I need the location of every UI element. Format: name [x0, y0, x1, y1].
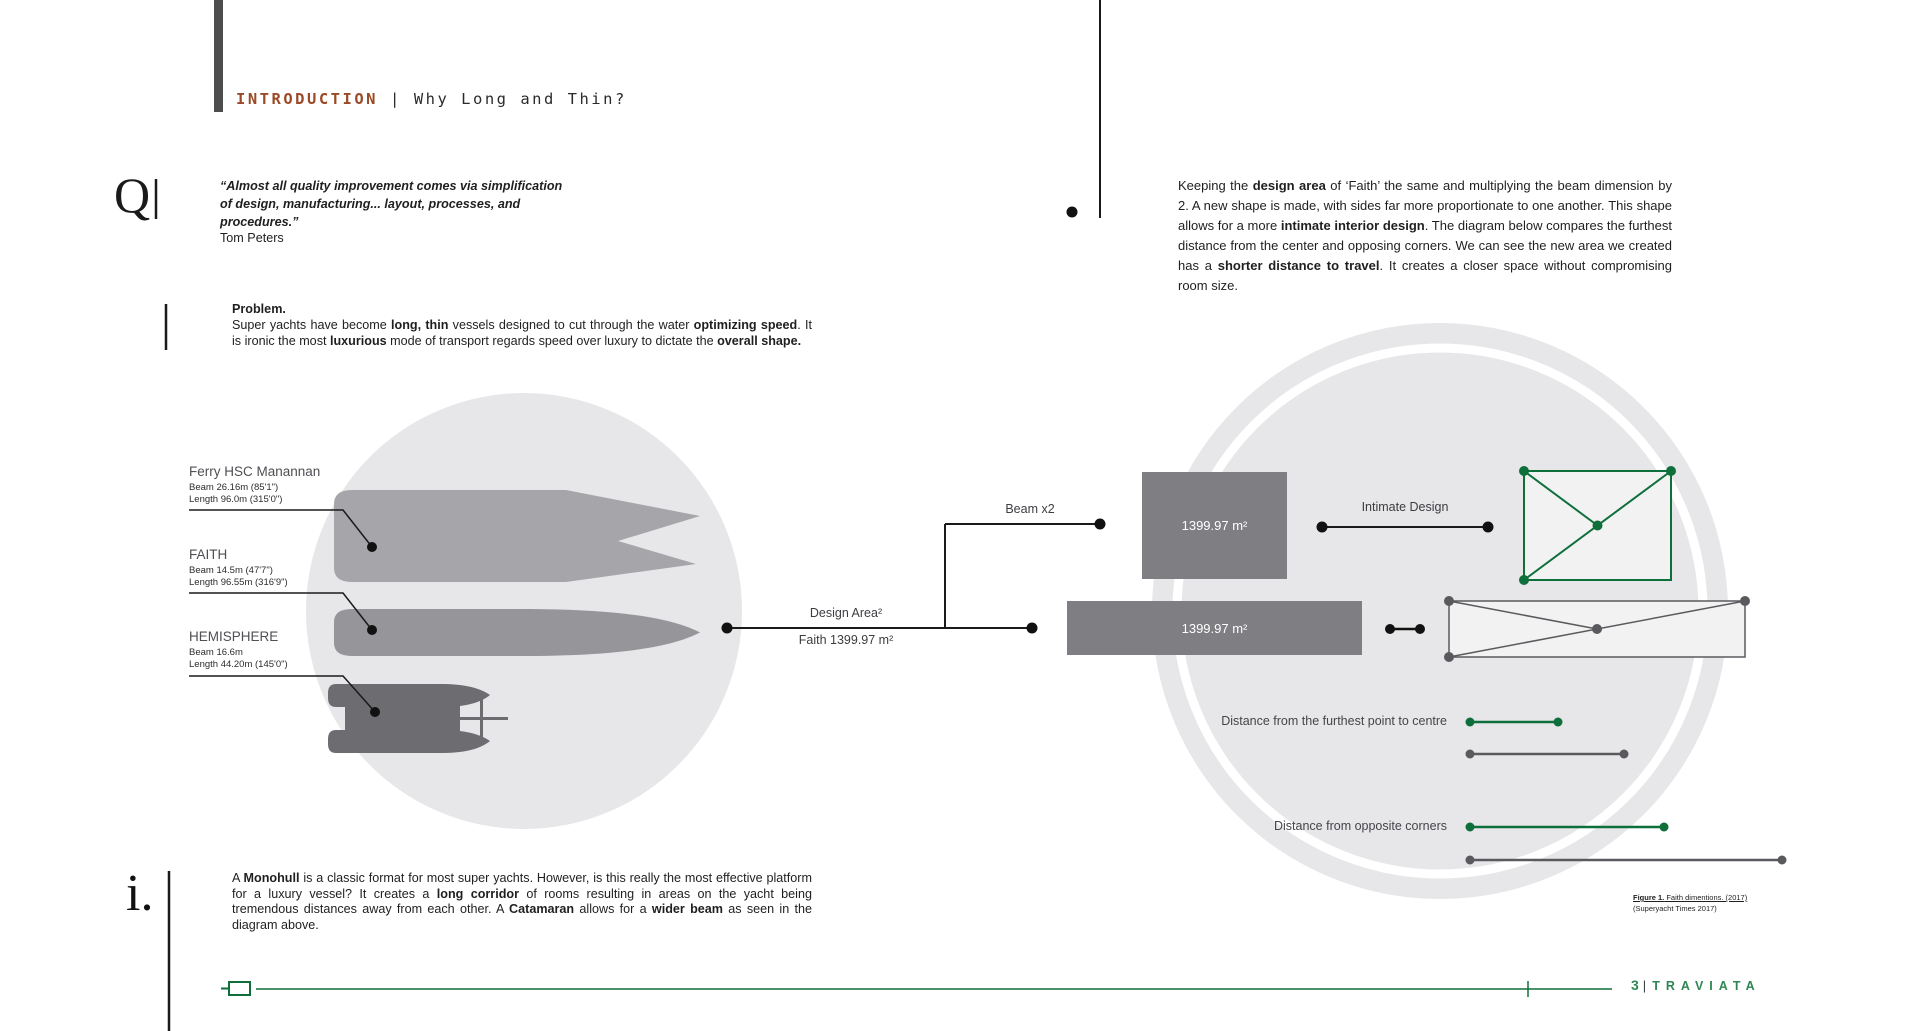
quote-initial: Q	[114, 167, 151, 223]
legend-lines	[1465, 717, 1787, 865]
yacht-beam: Beam 16.6m	[189, 647, 243, 658]
quote-text: “Almost all quality improvement comes vi…	[220, 179, 563, 229]
footer: 3| TRAVIATA	[1631, 977, 1761, 995]
design-area-value: Faith 1399.97 m²	[798, 633, 894, 647]
design-area-connector	[727, 523, 1100, 629]
figure-caption: Figure 1. Faith dimentions. (2017)	[1633, 893, 1747, 902]
hemisphere-leader-dot	[370, 707, 380, 717]
area-box-top	[1142, 472, 1287, 579]
faith-label-group: FAITH Beam 14.5m (47'7") Length 96.55m (…	[189, 547, 288, 589]
connector-dot	[1316, 521, 1328, 533]
area-box-bottom-value: 1399.97 m²	[1181, 620, 1248, 636]
beam-x2-label: Beam x2	[1005, 502, 1055, 516]
ferry-label-group: Ferry HSC Manannan Beam 26.16m (85'1") L…	[189, 464, 320, 506]
page-marker-icon	[221, 981, 251, 996]
connector-dot	[1482, 521, 1494, 533]
title-divider: |	[389, 90, 402, 108]
design-area-label: Design Area²	[809, 606, 883, 620]
faith-silhouette	[334, 609, 700, 656]
yacht-length: Length 96.0m (315'0")	[189, 494, 283, 505]
intimate-design-label: Intimate Design	[1361, 500, 1449, 514]
section-label: INTRODUCTION	[236, 90, 378, 108]
keeping-paragraph: Keeping the design area of ‘Faith’ the s…	[1178, 178, 1673, 293]
yacht-beam: Beam 14.5m (47'7")	[189, 565, 273, 576]
footer-divider: |	[1642, 978, 1647, 993]
area-box-top-value: 1399.97 m²	[1181, 518, 1248, 533]
new-shape-outline	[1519, 466, 1676, 585]
faith-shape-outline	[1444, 596, 1750, 662]
yacht-beam: Beam 26.16m (85'1")	[189, 482, 279, 493]
brand-name: TRAVIATA	[1652, 979, 1761, 993]
yacht-name: FAITH	[189, 547, 228, 562]
page-number: 3	[1631, 977, 1639, 993]
legend-corners-label: Distance from opposite corners	[1274, 819, 1447, 833]
problem-paragraph: Super yachts have become long, thin vess…	[232, 318, 812, 348]
title-text: Why Long and Thin?	[413, 90, 627, 108]
area-box-bottom	[1067, 601, 1362, 655]
monohull-initial: i.	[126, 865, 154, 922]
hemisphere-label-group: HEMISPHERE Beam 16.6m Length 44.20m (145…	[189, 629, 288, 671]
problem-heading: Problem.	[232, 302, 286, 316]
faith-leader-dot	[367, 625, 377, 635]
connector-dot	[1094, 518, 1106, 530]
connector-dot	[1385, 624, 1395, 634]
yacht-length: Length 44.20m (145'0")	[189, 659, 288, 670]
monohull-paragraph: A Monohull is a classic format for most …	[232, 871, 812, 932]
ferry-leader-dot	[367, 542, 377, 552]
yacht-length: Length 96.55m (316'9")	[189, 577, 288, 588]
figure-caption-text: Faith dimentions. (2017)	[1664, 893, 1748, 902]
yacht-name: HEMISPHERE	[189, 629, 279, 644]
hemisphere-leader-line	[189, 675, 376, 713]
yacht-name: Ferry HSC Manannan	[189, 464, 321, 479]
page-title: INTRODUCTION | Why Long and Thin?	[236, 90, 627, 108]
header-bar	[214, 0, 223, 112]
top-right-dot	[1066, 206, 1078, 218]
hemisphere-silhouette	[328, 684, 508, 753]
connector-dot	[1026, 622, 1038, 634]
legend-centre-label: Distance from the furthest point to cent…	[1221, 714, 1447, 728]
connector-dot	[721, 622, 733, 634]
figure-caption-number: Figure 1.	[1633, 893, 1665, 902]
ferry-leader-line	[189, 509, 373, 548]
leader-lines	[189, 509, 376, 713]
connector-dot	[1415, 624, 1425, 634]
quote-attribution: Tom Peters	[220, 231, 284, 245]
faith-leader-line	[189, 592, 373, 631]
figure-caption-source: (Superyacht Times 2017)	[1633, 904, 1717, 913]
ferry-silhouette	[334, 490, 700, 582]
